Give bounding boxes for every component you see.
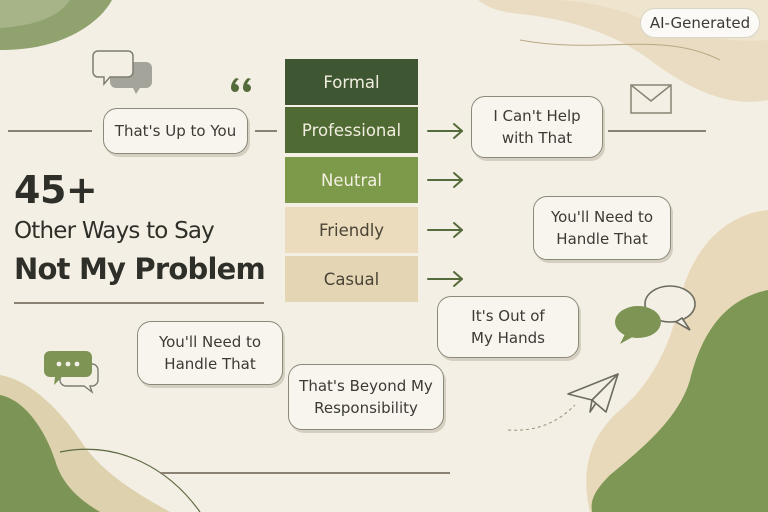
- arrow-casual: [427, 271, 463, 287]
- bubble-text-line2: My Hands: [471, 329, 545, 347]
- quote-icon: [231, 78, 251, 92]
- bubble-text-line2: Responsibility: [314, 399, 418, 417]
- right-line-1: [608, 130, 706, 132]
- tone-professional-label: Professional: [301, 120, 402, 140]
- bubble-text: That's Up to You: [114, 122, 237, 140]
- tone-professional: Professional: [285, 107, 418, 153]
- dashed-trail: [507, 404, 576, 431]
- right-green-blob: [591, 290, 768, 512]
- bubble-thats-up-to-you: That's Up to You: [103, 108, 248, 154]
- ai-generated-text: AI-Generated: [649, 14, 751, 32]
- left-line-2: [255, 130, 277, 132]
- ai-generated-badge: AI-Generated: [640, 8, 760, 38]
- top-left-sand-blob: [0, 0, 70, 28]
- tone-friendly-label: Friendly: [318, 220, 385, 240]
- chat-dots-icon: [44, 351, 99, 394]
- top-right-curve: [519, 39, 721, 61]
- title-main: Not My Problem: [14, 252, 266, 286]
- bubble-text-line2: Handle That: [164, 355, 256, 373]
- bubble-text-line2: Handle That: [556, 230, 648, 248]
- bubble-text-line1: It's Out of: [471, 307, 545, 325]
- tone-formal-label: Formal: [323, 72, 380, 92]
- bubble-text-line1: I Can't Help: [493, 107, 581, 125]
- bottom-curve-line: [59, 448, 201, 512]
- arrow-friendly: [427, 222, 463, 238]
- tone-casual-label: Casual: [323, 269, 380, 289]
- tone-neutral: Neutral: [285, 157, 418, 203]
- tone-neutral-label: Neutral: [321, 170, 382, 190]
- bubble-cant-help: I Can't Help with That: [471, 96, 603, 158]
- envelope-icon: [630, 84, 672, 114]
- bubble-need-to-handle-left: You'll Need to Handle That: [137, 321, 283, 385]
- paper-plane-icon: [567, 373, 619, 413]
- chat-bubbles-right-icon: [615, 285, 696, 344]
- bubble-text-line1: You'll Need to: [158, 333, 262, 351]
- tone-friendly: Friendly: [285, 207, 418, 253]
- bottom-left-green-blob: [0, 395, 100, 512]
- title-subline: Other Ways to Say: [14, 218, 215, 244]
- bubble-text-line2: with That: [501, 129, 573, 147]
- bubble-out-of-my-hands: It's Out of My Hands: [437, 296, 579, 358]
- arrow-neutral: [427, 172, 463, 188]
- title-underline: [14, 302, 264, 304]
- bubble-need-to-handle-right: You'll Need to Handle That: [533, 196, 671, 260]
- tone-casual: Casual: [285, 256, 418, 302]
- bubble-beyond-responsibility: That's Beyond My Responsibility: [288, 364, 444, 430]
- bottom-line: [160, 472, 450, 474]
- top-left-green-blob: [0, 0, 112, 50]
- chat-bubbles-icon: [92, 50, 152, 94]
- title-number: 45+: [14, 168, 98, 212]
- bubble-text-line1: That's Beyond My: [299, 377, 433, 395]
- left-line-1: [8, 130, 92, 132]
- bubble-text-line1: You'll Need to: [550, 208, 654, 226]
- arrow-professional: [427, 123, 463, 139]
- tone-formal: Formal: [285, 59, 418, 105]
